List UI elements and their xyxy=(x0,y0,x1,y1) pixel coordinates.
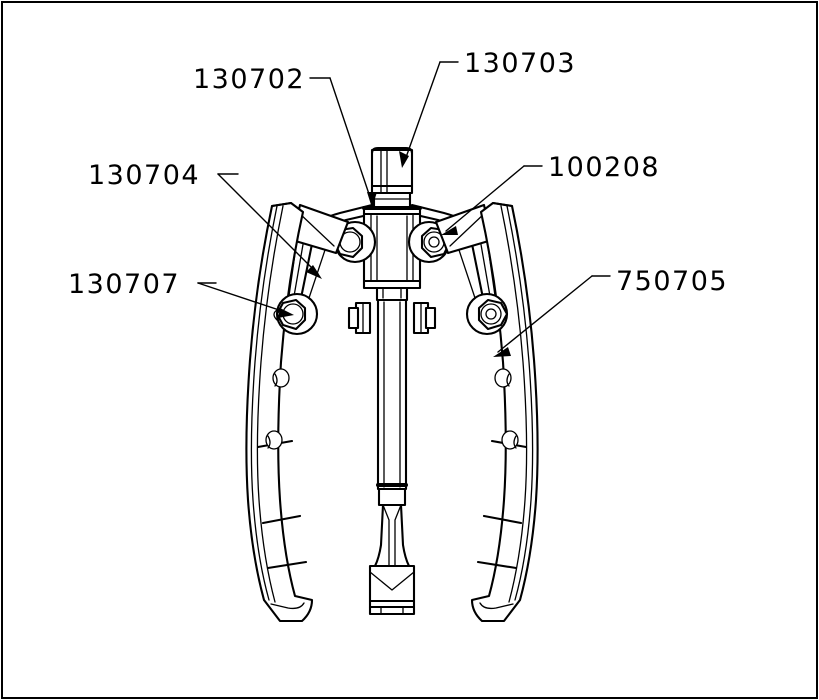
callout-750705-arrowhead xyxy=(493,347,511,357)
left-jaw-assembly xyxy=(245,201,350,623)
callout-130707[interactable]: 130707 xyxy=(68,269,294,318)
callout-130704-label: 130704 xyxy=(88,160,200,191)
spindle-neck xyxy=(377,487,407,507)
left-jaw-arm xyxy=(245,201,314,623)
callout-130702[interactable]: 130702 xyxy=(193,64,377,208)
callout-750705[interactable]: 750705 xyxy=(493,266,728,357)
spindle-screw-body xyxy=(376,298,408,491)
callout-750705-leader xyxy=(497,275,593,353)
right-lower-pivot-bolt xyxy=(465,292,509,336)
callout-130704-leader xyxy=(217,173,319,275)
callout-750705-label: 750705 xyxy=(616,266,728,297)
callout-130704-arrowhead xyxy=(306,265,322,279)
callout-130703-arrowhead xyxy=(399,151,409,168)
center-cross-bolts xyxy=(347,301,437,335)
right-jaw-arm xyxy=(470,201,539,623)
right-jaw-assembly xyxy=(434,201,539,623)
callout-100208-leader xyxy=(445,165,525,232)
callout-130707-leader xyxy=(197,282,289,314)
callout-130704[interactable]: 130704 xyxy=(88,160,322,279)
callout-130702-arrowhead xyxy=(367,192,377,208)
callout-130703-label: 130703 xyxy=(464,48,576,79)
callout-130707-label: 130707 xyxy=(68,269,180,300)
callout-130703-leader xyxy=(403,61,441,164)
callout-100208-label: 100208 xyxy=(548,152,660,183)
callout-100208[interactable]: 100208 xyxy=(441,152,660,235)
callout-100208-arrowhead xyxy=(441,226,458,235)
callout-130707-arrowhead xyxy=(278,308,294,318)
callout-130703[interactable]: 130703 xyxy=(399,48,576,168)
callout-130702-label: 130702 xyxy=(193,64,305,95)
spindle-foot-block xyxy=(368,564,416,616)
callout-130702-leader xyxy=(329,77,373,204)
